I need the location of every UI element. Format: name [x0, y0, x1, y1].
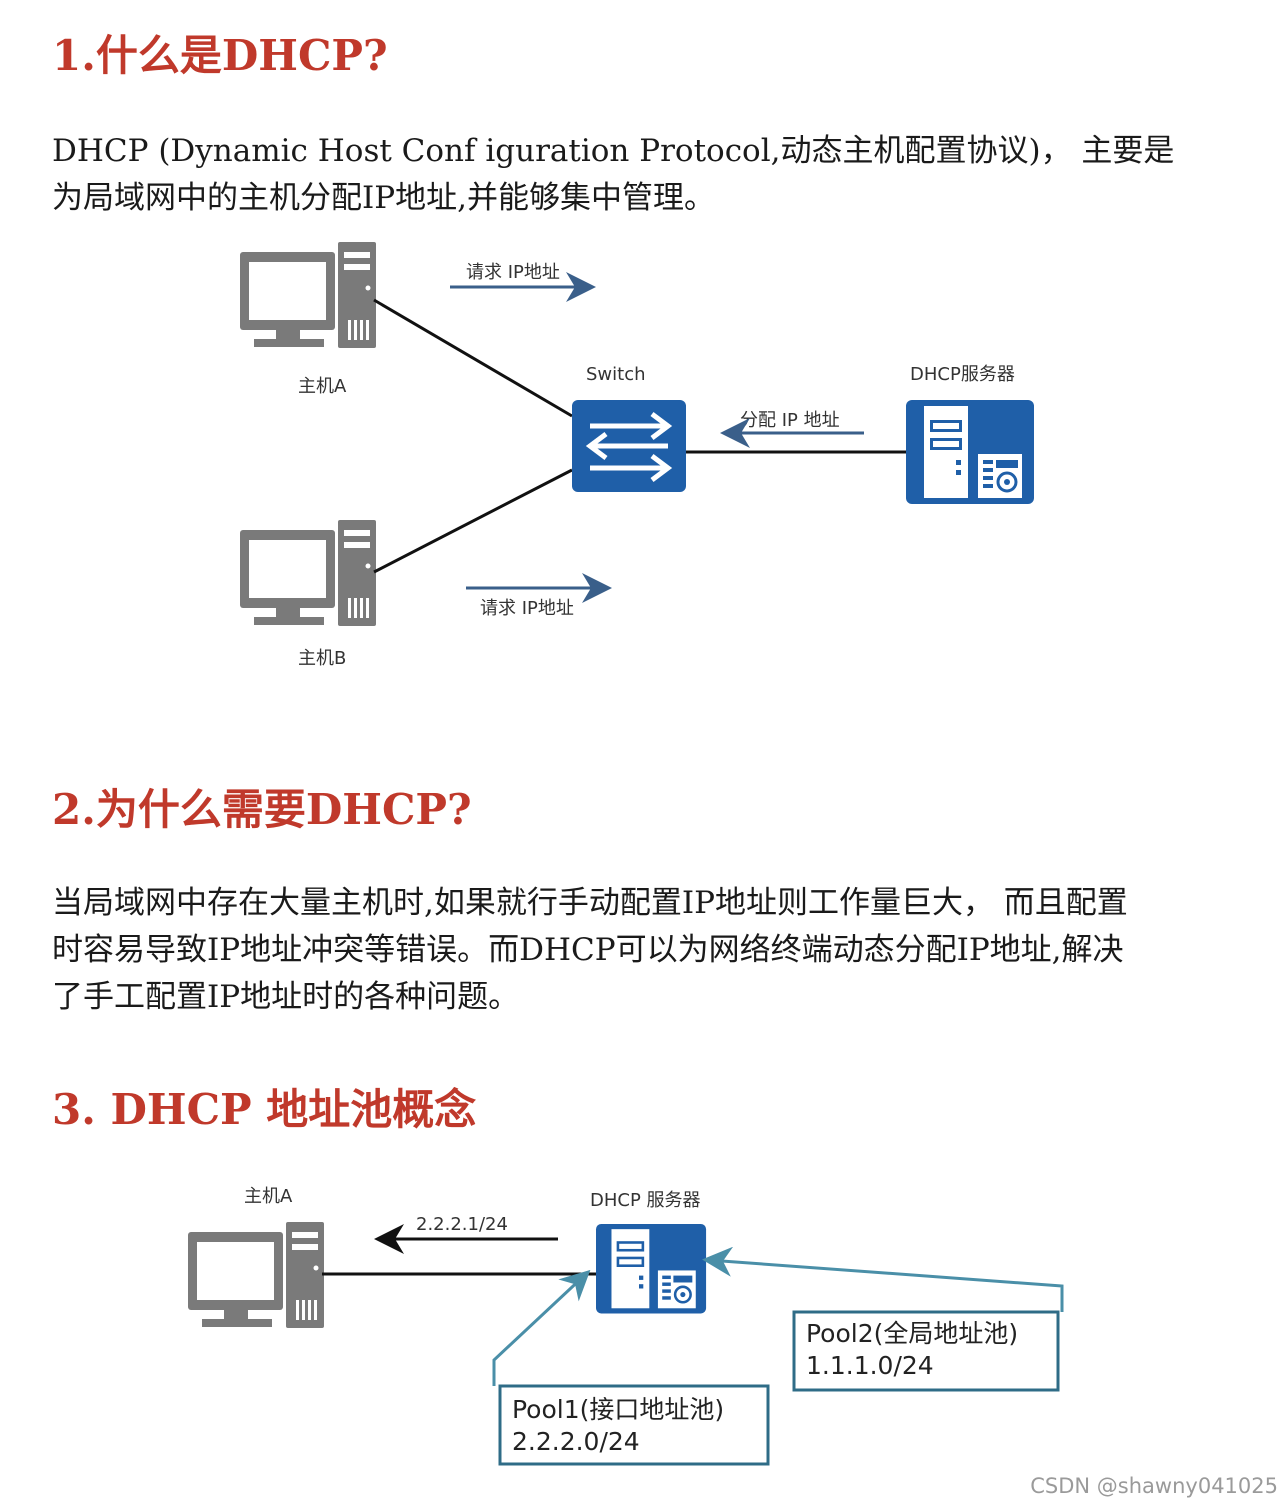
pool1-connector	[492, 1269, 591, 1386]
paragraph-line: 时容易导致IP地址冲突等错误。而DHCP可以为网络终端动态分配IP地址,解决	[52, 932, 1124, 968]
switch-label: Switch	[586, 364, 646, 385]
paragraph-line: 了手工配置IP地址时的各种问题。	[52, 979, 520, 1015]
dhcp-server-icon	[904, 398, 1036, 506]
csdn-watermark: CSDN @shawny041025	[1030, 1474, 1278, 1498]
section1-paragraph: DHCP (Dynamic Host Conf iguration Protoc…	[52, 128, 1222, 222]
assign-label: 分配 IP 地址	[740, 410, 840, 431]
pool-host-label: 主机A	[244, 1186, 293, 1207]
section2-paragraph: 当局域网中存在大量主机时,如果就行手动配置IP地址则工作量巨大， 而且配置 时容…	[52, 880, 1222, 1021]
section2-heading: 2.为什么需要DHCP?	[52, 785, 472, 834]
host-computer-icon	[188, 1222, 324, 1328]
link-host-b	[373, 468, 573, 574]
paragraph-line: DHCP (Dynamic Host Conf iguration Protoc…	[52, 133, 1175, 169]
request-a-label: 请求 IP地址	[466, 262, 560, 283]
pool1-network: 2.2.2.0/24	[512, 1427, 640, 1456]
pool2-network: 1.1.1.0/24	[806, 1351, 934, 1380]
section1-heading: 1.什么是DHCP?	[52, 31, 388, 80]
paragraph-line: 为局域网中的主机分配IP地址,并能够集中管理。	[52, 180, 715, 216]
paragraph-line: 当局域网中存在大量主机时,如果就行手动配置IP地址则工作量巨大， 而且配置	[52, 885, 1128, 921]
link-host-a	[373, 298, 573, 418]
section3-heading: 3. DHCP 地址池概念	[52, 1085, 477, 1134]
pool1-name: Pool1(接口地址池)	[512, 1395, 724, 1424]
pool1-box: Pool1(接口地址池) 2.2.2.0/24	[498, 1384, 770, 1466]
host-b-computer-icon	[240, 520, 376, 626]
dhcp-network-diagram: 主机A 主机B Switch DHCP服务器 请求 IP地址 请求 IP地址 分…	[240, 242, 1036, 669]
host-a-computer-icon	[240, 242, 376, 348]
assigned-address-label: 2.2.2.1/24	[416, 1214, 508, 1235]
pool2-box: Pool2(全局地址池) 1.1.1.0/24	[792, 1310, 1060, 1392]
host-a-label: 主机A	[298, 376, 347, 397]
switch-icon	[572, 400, 686, 492]
address-pool-diagram: 主机A DHCP 服务器 2.2.2.1/24 Pool2(全局地址池) 1.1…	[188, 1186, 1064, 1466]
dhcp-server-icon	[594, 1222, 708, 1315]
pool2-name: Pool2(全局地址池)	[806, 1319, 1018, 1348]
host-b-label: 主机B	[298, 648, 346, 669]
dhcp-server-label: DHCP服务器	[910, 364, 1015, 385]
pool-server-label: DHCP 服务器	[590, 1190, 701, 1211]
pool2-connector	[702, 1246, 1064, 1312]
request-b-label: 请求 IP地址	[480, 598, 574, 619]
